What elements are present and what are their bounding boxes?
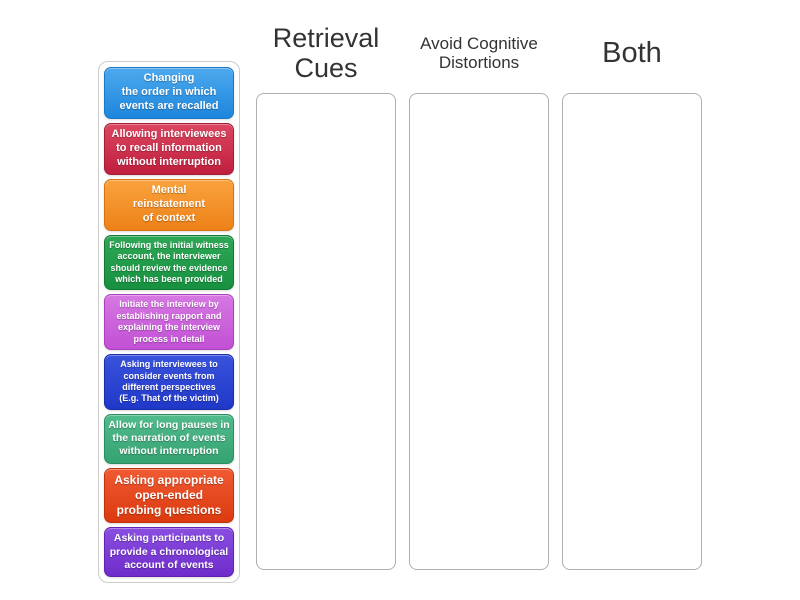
drop-zone[interactable] — [409, 93, 549, 570]
card-text: the order in which — [121, 85, 217, 98]
category-header: Both — [602, 36, 662, 69]
card-text: without interruption — [119, 445, 219, 458]
card-text: the narration of events — [112, 432, 226, 445]
category-column: Both — [562, 0, 702, 570]
drop-zone[interactable] — [562, 93, 702, 570]
card-text: Allow for long pauses in — [108, 418, 230, 431]
card-text: Mental — [151, 183, 187, 196]
card-text: should review the evidence — [110, 262, 228, 273]
card-text: account, the interviewer — [117, 251, 221, 262]
card-text: Allowing interviewees — [111, 127, 227, 140]
card-text: (E.g. That of the victim) — [119, 393, 219, 404]
card-text: consider events from — [123, 370, 215, 381]
card-text: account of events — [124, 559, 214, 572]
card-text: which has been provided — [115, 273, 223, 284]
card-text: Initiate the interview by — [119, 299, 219, 310]
category-header: Retrieval Cues — [272, 22, 380, 83]
card-text: process in detail — [133, 333, 205, 344]
card-text: events are recalled — [119, 99, 219, 112]
category-column: Retrieval Cues — [256, 0, 396, 570]
card-text: provide a chronological — [109, 545, 229, 558]
card-text: explaining the interview — [117, 322, 221, 333]
drop-zone[interactable] — [256, 93, 396, 570]
card-text: without interruption — [117, 155, 221, 168]
card-text: Asking appropriate — [114, 472, 224, 487]
card-text: open-ended — [135, 488, 203, 502]
card-text: Asking interviewees to — [120, 359, 218, 370]
category-header: Avoid Cognitive Distortions — [420, 33, 538, 72]
card-text: establishing rapport and — [116, 310, 222, 321]
card-text: different perspectives — [122, 381, 216, 392]
card-text: probing questions — [116, 503, 222, 518]
card-text: Following the initial witness — [109, 239, 229, 250]
card-text: to recall information — [116, 141, 222, 154]
card-text: Changing — [143, 72, 195, 84]
category-column: Avoid Cognitive Distortions — [409, 0, 549, 570]
card-text: Asking participants to — [113, 532, 225, 545]
card-text: reinstatement — [132, 197, 206, 210]
card-text: of context — [142, 211, 196, 224]
